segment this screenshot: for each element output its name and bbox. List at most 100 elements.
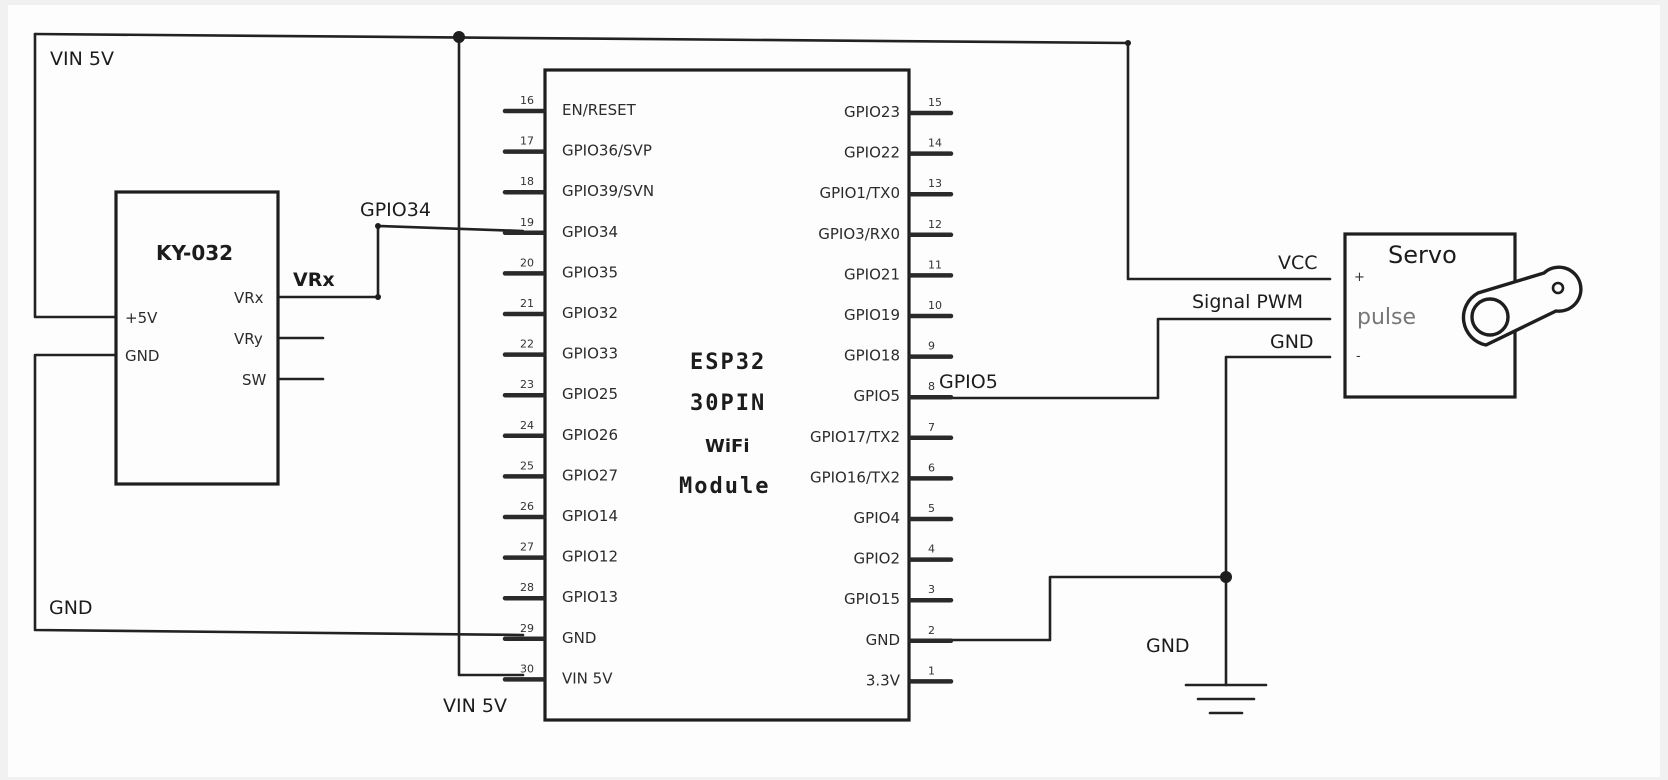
- pin-name: VIN 5V: [562, 669, 613, 687]
- esp32-title-line-2: 30PIN: [690, 391, 766, 416]
- servo-signal-label: Signal PWM: [1192, 291, 1303, 313]
- servo-pulse-label: pulse: [1357, 305, 1416, 330]
- gnd-left-rail: [33, 353, 525, 637]
- gpio34-wire: [278, 224, 525, 299]
- ky032-pin-gnd: GND: [125, 347, 159, 365]
- junction-vin: [453, 31, 465, 43]
- pin-name: GPIO13: [562, 588, 618, 606]
- vin-top-rail: [33, 32, 1130, 45]
- ky032-module: KY-032 +5V GND VRx VRy SW: [114, 190, 280, 486]
- pin-number: 15: [928, 96, 942, 109]
- pin-name: GPIO21: [844, 265, 900, 283]
- pin-name: GPIO4: [854, 509, 900, 527]
- pin-name: GPIO19: [844, 306, 900, 324]
- pin-name: GPIO12: [562, 548, 618, 566]
- servo-plus: +: [1354, 270, 1365, 285]
- pin-name: GPIO1/TX0: [820, 184, 900, 202]
- servo-title: Servo: [1388, 241, 1457, 269]
- pin-name: 3.3V: [866, 671, 901, 689]
- label-vin-bottom: VIN 5V: [443, 695, 507, 717]
- pin-number: 14: [928, 137, 942, 150]
- junction-top-right: [1125, 40, 1131, 46]
- pin-number: 28: [520, 581, 534, 594]
- pin-name: EN/RESET: [562, 101, 637, 119]
- pin-name: GPIO25: [562, 385, 618, 403]
- pin-name: GPIO32: [562, 304, 618, 322]
- pin-number: 18: [520, 175, 534, 188]
- ky032-pin-5v: +5V: [125, 309, 158, 327]
- pin-name: GPIO5: [854, 387, 900, 405]
- servo-vcc-label: VCC: [1278, 252, 1318, 274]
- pin-number: 25: [520, 459, 534, 472]
- pin-number: 27: [520, 541, 534, 554]
- servo-motor: Servo pulse + -: [1343, 232, 1583, 399]
- pin-number: 22: [520, 338, 534, 351]
- wires: [33, 31, 1332, 687]
- servo-gnd-wire: [1224, 355, 1332, 579]
- esp32-title-line-4: Module: [679, 474, 770, 499]
- pin-name: GPIO33: [562, 345, 618, 363]
- esp32-pin-right: 13.3V: [866, 664, 954, 689]
- pin-number: 10: [928, 299, 942, 312]
- esp-gnd-wire: [946, 575, 1228, 687]
- ky032-pin-vry: VRy: [234, 330, 263, 348]
- pin-name: GPIO16/TX2: [810, 468, 900, 486]
- vin-servo-drop: [1126, 41, 1332, 281]
- pin-name: GPIO22: [844, 144, 900, 162]
- pin-name: GPIO17/TX2: [810, 428, 900, 446]
- pin-number: 23: [520, 378, 534, 391]
- pin-name: GPIO35: [562, 263, 618, 281]
- pin-number: 29: [520, 622, 534, 635]
- pin-number: 4: [928, 543, 935, 556]
- pin-name: GPIO27: [562, 466, 618, 484]
- pin-name: GPIO15: [844, 590, 900, 608]
- pin-number: 24: [520, 419, 534, 432]
- net-labels: VIN 5V GND VIN 5V GPIO34 VRx GPIO5 GND V…: [49, 48, 1318, 717]
- pin-number: 9: [928, 340, 935, 353]
- pin-number: 21: [520, 297, 534, 310]
- label-vin-top: VIN 5V: [50, 48, 114, 70]
- pin-number: 8: [928, 380, 935, 393]
- label-gnd-left: GND: [49, 597, 93, 619]
- ground-symbol-icon: [1184, 683, 1268, 715]
- servo-gnd-label: GND: [1270, 331, 1314, 353]
- esp32-title-line-3: WiFi: [705, 436, 750, 457]
- pin-number: 5: [928, 502, 935, 515]
- junction-gpio34-bend: [375, 223, 381, 229]
- pin-number: 26: [520, 500, 534, 513]
- pin-number: 19: [520, 216, 534, 229]
- pin-name: GPIO39/SVN: [562, 182, 654, 200]
- servo-minus: -: [1356, 349, 1361, 364]
- esp32-title-line-1: ESP32: [690, 350, 766, 375]
- junction-gnd: [1220, 571, 1232, 583]
- ky032-title: KY-032: [156, 241, 233, 265]
- gpio5-wire: [946, 317, 1332, 400]
